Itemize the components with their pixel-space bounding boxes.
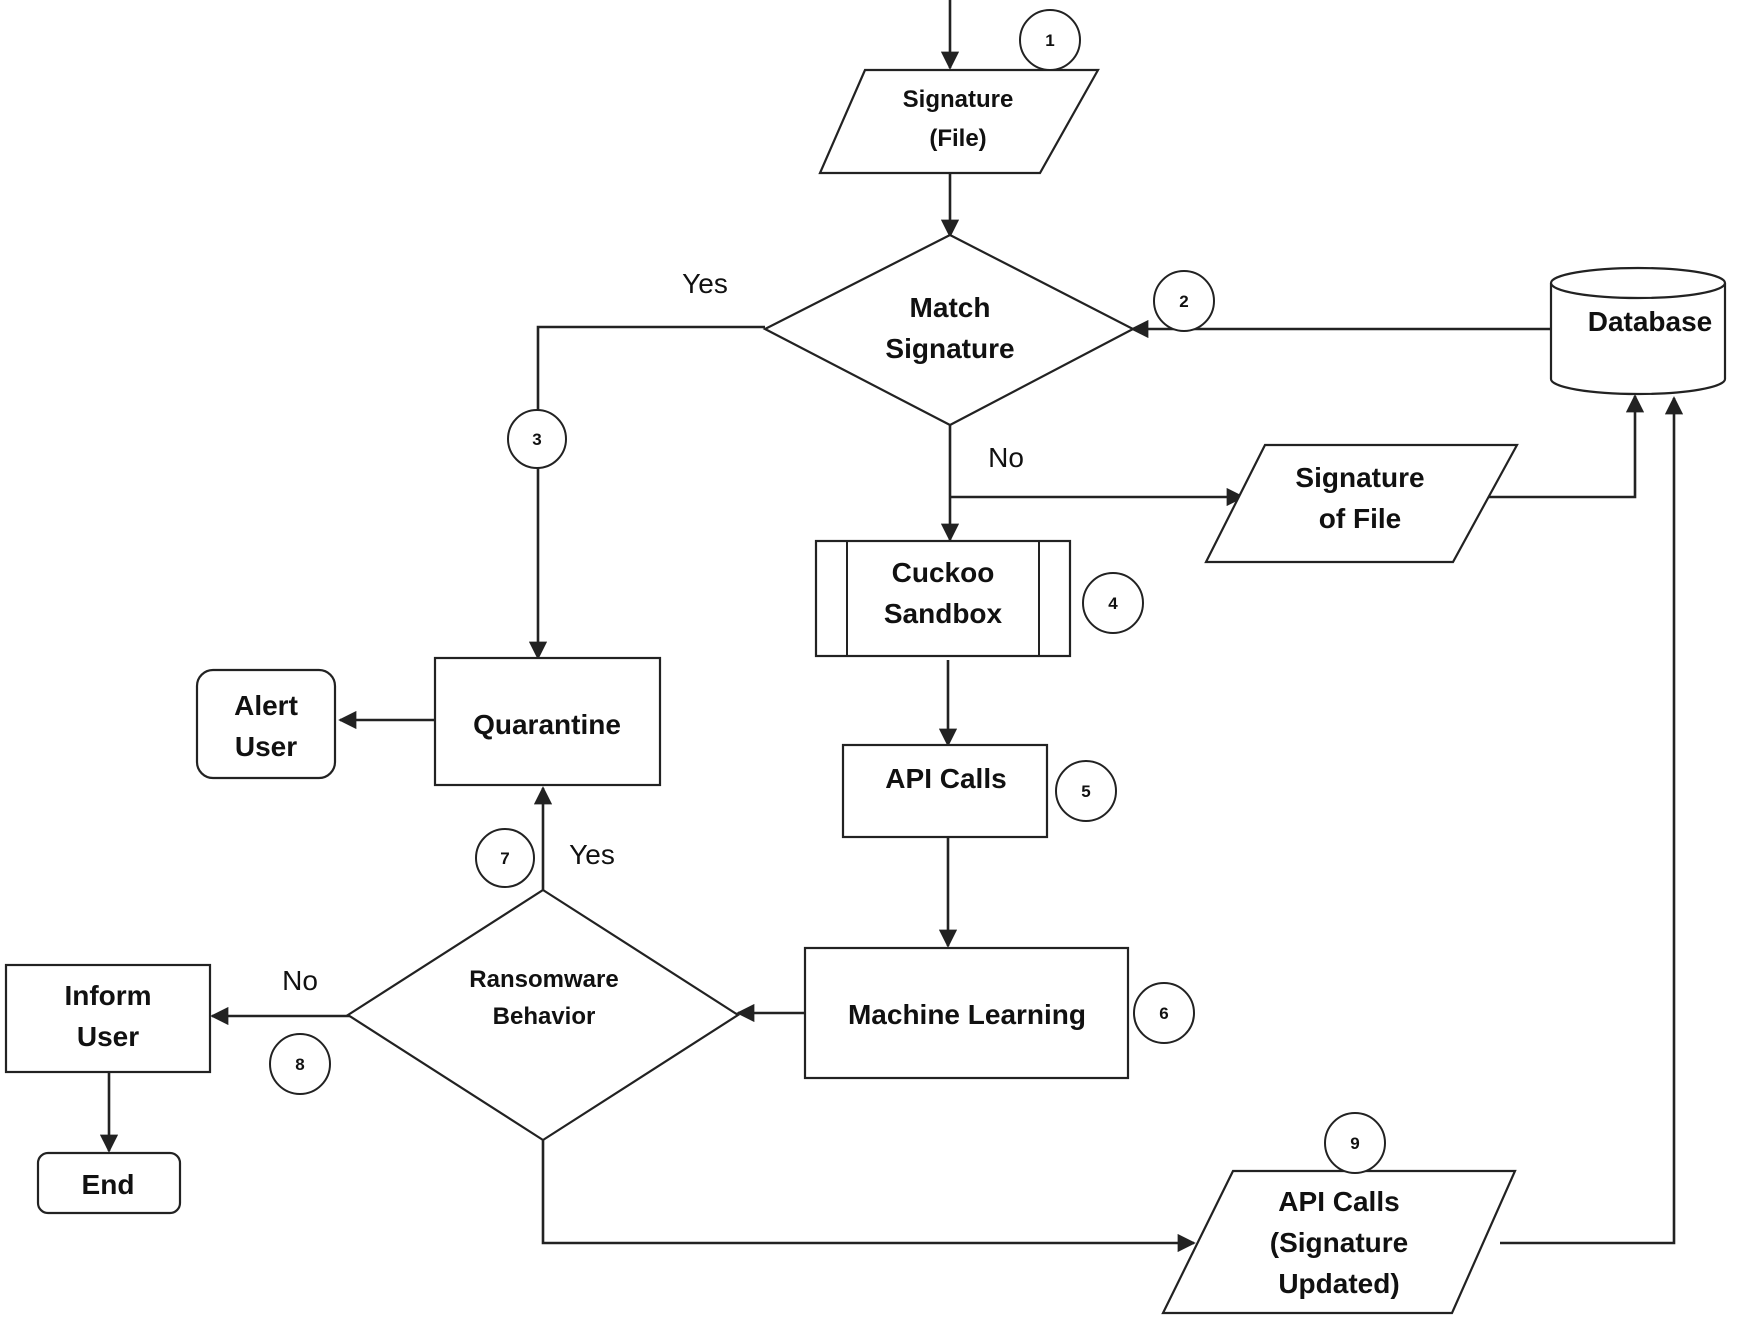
node-api-calls-updated: API Calls (Signature Updated) — [1161, 1169, 1517, 1315]
step-9-number: 9 — [1350, 1134, 1359, 1153]
edge-label-match-yes: Yes — [682, 268, 728, 299]
node-signature-file-line2: (File) — [929, 125, 986, 152]
step-8-number: 8 — [295, 1055, 304, 1074]
step-6-number: 6 — [1159, 1004, 1168, 1023]
node-end-label: End — [82, 1169, 135, 1200]
node-ransomware-behavior: Ransomware Behavior — [345, 888, 741, 1142]
step-1: 1 — [1019, 9, 1081, 71]
step-9: 9 — [1324, 1112, 1386, 1174]
step-1-number: 1 — [1045, 31, 1054, 50]
node-api-calls: API Calls — [841, 743, 1049, 839]
edge-ransomware-to-api-updated — [541, 1133, 1196, 1253]
node-api-calls-updated-line1: API Calls — [1278, 1186, 1399, 1217]
edge-signature-of-file-to-database — [1485, 394, 1645, 499]
node-signature-file-line1: Signature — [903, 86, 1014, 113]
step-7-number: 7 — [500, 849, 509, 868]
edge-label-match-no: No — [988, 442, 1024, 473]
step-5: 5 — [1055, 760, 1117, 822]
node-inform-user-line2: User — [77, 1021, 139, 1052]
step-7: 7 — [475, 828, 535, 888]
node-match-signature-line2: Signature — [885, 333, 1014, 364]
node-alert-user: Alert User — [195, 668, 337, 780]
node-machine-learning-label: Machine Learning — [848, 999, 1086, 1030]
step-4-number: 4 — [1108, 594, 1118, 613]
node-match-signature: Match Signature — [762, 233, 1136, 427]
node-signature-of-file-line2: of File — [1319, 503, 1401, 534]
node-quarantine: Quarantine — [433, 656, 662, 787]
node-api-calls-updated-line2: (Signature — [1270, 1227, 1408, 1258]
node-inform-user-line1: Inform — [64, 980, 151, 1011]
step-8: 8 — [269, 1033, 331, 1095]
edge-api-updated-to-database — [1500, 396, 1684, 1245]
node-machine-learning: Machine Learning — [803, 946, 1130, 1080]
node-api-calls-label: API Calls — [885, 763, 1006, 794]
step-2: 2 — [1153, 270, 1215, 332]
node-signature-file: Signature (File) — [818, 68, 1100, 175]
node-quarantine-label: Quarantine — [473, 709, 621, 740]
node-database: Database — [1549, 266, 1727, 396]
node-signature-of-file: Signature of File — [1204, 443, 1519, 564]
node-alert-user-line2: User — [235, 731, 297, 762]
node-database-label: Database — [1588, 306, 1713, 337]
edges — [99, 0, 1684, 1253]
node-match-signature-line1: Match — [910, 292, 991, 323]
node-ransomware-behavior-line1: Ransomware — [469, 966, 618, 993]
node-inform-user: Inform User — [4, 963, 212, 1074]
edge-label-ransomware-yes: Yes — [569, 839, 615, 870]
node-api-calls-updated-line3: Updated) — [1278, 1268, 1399, 1299]
node-cuckoo-sandbox-line1: Cuckoo — [892, 557, 995, 588]
node-alert-user-line1: Alert — [234, 690, 298, 721]
node-signature-of-file-line1: Signature — [1295, 462, 1424, 493]
step-3: 3 — [507, 409, 567, 469]
node-end: End — [36, 1151, 182, 1215]
step-4: 4 — [1082, 572, 1144, 634]
node-cuckoo-sandbox: Cuckoo Sandbox — [814, 539, 1072, 658]
node-cuckoo-sandbox-line2: Sandbox — [884, 598, 1003, 629]
edge-label-ransomware-no: No — [282, 965, 318, 996]
edge-match-yes-to-quarantine — [528, 325, 765, 660]
step-2-number: 2 — [1179, 292, 1188, 311]
step-3-number: 3 — [532, 430, 541, 449]
node-ransomware-behavior-line2: Behavior — [493, 1003, 596, 1030]
step-5-number: 5 — [1081, 782, 1090, 801]
step-6: 6 — [1133, 982, 1195, 1044]
